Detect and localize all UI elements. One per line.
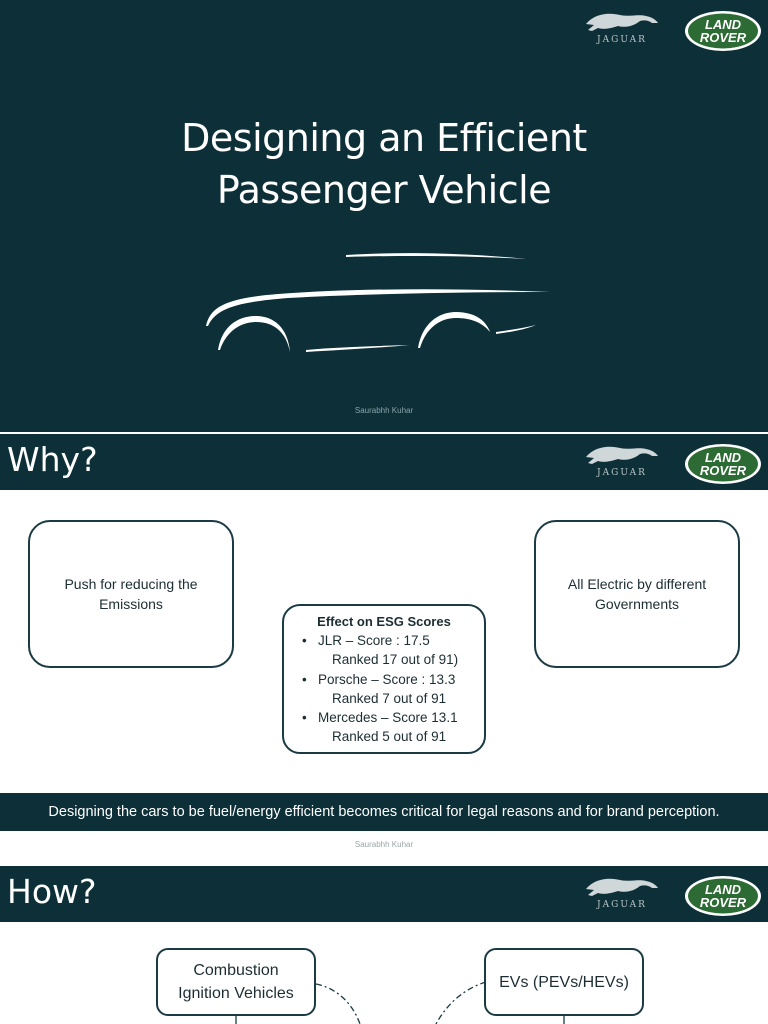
jaguar-leaper-icon [586,878,658,896]
esg-scores-box: Effect on ESG Scores JLR – Score : 17.5 … [282,604,486,754]
land-rover-logo: LAND ROVER [684,10,762,52]
all-electric-text: All Electric by different Governments [567,576,707,612]
land-rover-line2: ROVER [699,30,747,45]
land-rover-line2: ROVER [699,463,747,478]
land-rover-line1: LAND [704,882,742,897]
jaguar-leaper-icon [586,446,658,464]
jaguar-wordmark: JAGUAR [597,468,647,478]
combustion-vehicles-text: Combustion Ignition Vehicles [178,962,294,1002]
esg-rank-jlr: Ranked 17 out of 91) [332,652,459,668]
author-credit: Saurabhh Kuhar [354,840,414,849]
evs-box: EVs (PEVs/HEVs) [484,948,644,1016]
esg-heading: Effect on ESG Scores [317,614,451,629]
connector-lines [235,981,565,1024]
evs-text: EVs (PEVs/HEVs) [499,973,629,991]
land-rover-line1: LAND [704,450,742,465]
brand-logos: JAGUAR LAND ROVER [580,6,762,58]
esg-item-mercedes: Mercedes – Score 13.1 [302,708,484,727]
brand-logos: JAGUAR LAND ROVER [580,871,762,923]
jaguar-leaper-icon [586,13,658,31]
brand-logos: JAGUAR LAND ROVER [580,439,762,491]
esg-item-jlr: JLR – Score : 17.5 [302,631,484,650]
land-rover-logo: LAND ROVER [684,443,762,485]
author-credit: Saurabhh Kuhar [354,406,414,415]
title-line-1: Designing an Efficient [181,116,587,160]
how-heading: How? [7,872,97,911]
conclusion-banner: Designing the cars to be fuel/energy eff… [0,793,768,831]
title-slide: JAGUAR LAND ROVER Designing an Efficient… [0,0,768,432]
title-line-2: Passenger Vehicle [216,168,552,212]
esg-rank-mercedes: Ranked 5 out of 91 [332,729,447,745]
slide-title: Designing an Efficient Passenger Vehicle [0,112,768,216]
how-header-band: How? JAGUAR LAND ROVER [0,866,768,922]
jaguar-wordmark: JAGUAR [597,35,647,45]
esg-rank-porsche: Ranked 7 out of 91 [332,690,447,706]
all-electric-box: All Electric by different Governments [534,520,740,668]
why-header-band: Why? JAGUAR LAND ROVER [0,434,768,490]
emissions-text: Push for reducing the Emissions [64,576,198,612]
land-rover-logo: LAND ROVER [684,875,762,917]
esg-list: JLR – Score : 17.5 Ranked 17 out of 91) … [284,631,484,746]
combustion-vehicles-box: Combustion Ignition Vehicles [156,948,316,1016]
jaguar-wordmark: JAGUAR [597,900,647,910]
car-silhouette-icon [206,253,550,352]
esg-item-porsche: Porsche – Score : 13.3 [302,670,484,689]
why-heading: Why? [7,440,98,479]
land-rover-line2: ROVER [699,895,747,910]
land-rover-line1: LAND [704,17,742,32]
emissions-box: Push for reducing the Emissions [28,520,234,668]
